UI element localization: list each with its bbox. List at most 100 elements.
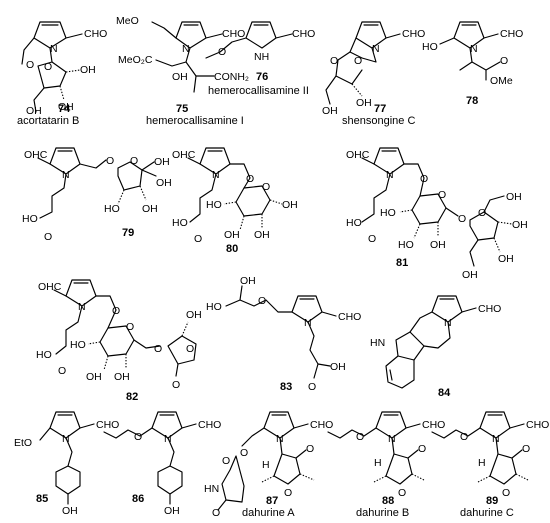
- structure-79: OHC N O O OH OH OH HO HO O 79: [22, 147, 172, 243]
- compound-number-81: 81: [396, 257, 408, 269]
- compound-number-86: 86: [132, 493, 144, 505]
- atom-n-82: N: [78, 301, 86, 313]
- atom-o-82d: O: [186, 343, 194, 355]
- atom-ho-81a: HO: [398, 239, 414, 251]
- atom-oh-82a: OH: [186, 309, 202, 321]
- atom-o-87c: O: [306, 443, 314, 455]
- atom-o-76: O: [218, 46, 226, 58]
- atom-cho-89: CHO: [526, 419, 549, 431]
- atom-n-74: N: [50, 43, 58, 55]
- atom-oh-81a: OH: [506, 191, 522, 203]
- atom-ohc-81: OHC: [346, 149, 370, 161]
- atom-conh2-75: CONH₂: [214, 71, 249, 83]
- atom-o-81d: O: [478, 207, 486, 219]
- atom-o-80a: O: [246, 173, 254, 185]
- atom-n-86: N: [164, 433, 172, 445]
- atom-o-82f: O: [58, 365, 66, 377]
- compound-number-76: 76: [256, 71, 268, 83]
- atom-h-87: H: [262, 459, 270, 471]
- atom-ho-81c: HO: [346, 217, 362, 229]
- atom-o-80b: O: [262, 181, 270, 193]
- atom-o-82a: O: [112, 305, 120, 317]
- atom-nh-76: NH: [254, 51, 269, 63]
- atom-o-83: O: [258, 295, 266, 307]
- compound-number-82: 82: [126, 391, 138, 403]
- atom-ome-78: OMe: [490, 75, 513, 87]
- atom-o-81a: O: [420, 173, 428, 185]
- compound-name-74: acortatarin B: [17, 115, 79, 127]
- compound-number-75: 75: [176, 103, 188, 115]
- atom-ho-82a: HO: [70, 339, 86, 351]
- atom-o-88c: O: [398, 487, 406, 499]
- atom-oh-74c: OH: [26, 105, 42, 117]
- compound-number-77: 77: [374, 103, 386, 115]
- atom-cho-84: CHO: [478, 303, 501, 315]
- atom-o-81c: O: [458, 213, 466, 225]
- atom-ho-81b: HO: [380, 207, 396, 219]
- atom-o-86: O: [134, 431, 142, 443]
- atom-ho-80: HO: [206, 199, 222, 211]
- atom-o-74a: O: [26, 59, 34, 71]
- atom-o-77b: O: [354, 55, 362, 67]
- atom-ho-82b: HO: [36, 349, 52, 361]
- atom-h-88: H: [374, 457, 382, 469]
- atom-cho-78: CHO: [500, 28, 523, 40]
- compound-name-77: shensongine C: [342, 115, 415, 127]
- atom-o-89c: O: [502, 487, 510, 499]
- structure-88: N CHO O O O H 88 dahurine B: [327, 411, 445, 519]
- atom-o-83b: O: [308, 381, 316, 393]
- atom-n-75: N: [182, 43, 190, 55]
- atom-ho-79: HO: [104, 203, 120, 215]
- atom-oh-79a: OH: [154, 156, 170, 168]
- atom-n-79: N: [62, 169, 70, 181]
- atom-cho-75: CHO: [222, 28, 245, 40]
- atom-cho-87: CHO: [310, 419, 333, 431]
- atom-ohc-79: OHC: [24, 149, 48, 161]
- atom-cho-74: CHO: [84, 28, 107, 40]
- atom-ho-80b: HO: [172, 217, 188, 229]
- compound-name-88: dahurine B: [356, 507, 409, 519]
- structure-89: N CHO O O O H 89 dahurine C: [431, 411, 549, 519]
- atom-h-89: H: [478, 457, 486, 469]
- atom-meo2c-75: MeO₂C: [118, 54, 153, 66]
- atom-meo-75: MeO: [116, 15, 139, 27]
- atom-o-87d: O: [284, 487, 292, 499]
- compound-number-83: 83: [280, 381, 292, 393]
- atom-o-81b: O: [438, 189, 446, 201]
- atom-oh-75: OH: [172, 71, 188, 83]
- atom-oh-86: OH: [164, 505, 180, 517]
- atom-oh-85: OH: [62, 505, 78, 517]
- atom-o-80c: O: [194, 233, 202, 245]
- atom-oh-80c: OH: [224, 229, 240, 241]
- compound-number-88: 88: [382, 495, 394, 507]
- atom-o-87e: O: [212, 507, 220, 519]
- atom-eto-85: EtO: [14, 437, 32, 449]
- atom-ho-83: HO: [206, 301, 222, 313]
- atom-oh-81c: OH: [498, 253, 514, 265]
- atom-cho-88: CHO: [422, 419, 445, 431]
- atom-o-87b: O: [222, 455, 230, 467]
- atom-oh-80a: OH: [282, 199, 298, 211]
- structure-85: N CHO EtO OH 85: [14, 411, 119, 517]
- structure-81: OHC N O O O O OH OH OH OH OH HO HO HO O …: [346, 147, 528, 281]
- atom-n-84: N: [444, 317, 452, 329]
- atom-oh-77b: OH: [322, 105, 338, 117]
- atom-o-74b: O: [44, 61, 52, 73]
- atom-o-88a: O: [356, 431, 364, 443]
- atom-o-77a: O: [330, 55, 338, 67]
- atom-oh-81e: OH: [430, 239, 446, 251]
- structure-80: OHC N O O OH OH OH HO HO O 80: [172, 147, 298, 255]
- atom-oh-82c: OH: [86, 371, 102, 383]
- structure-75: N CHO MeO MeO₂C CONH₂ OH 75 hemerocallis…: [116, 15, 249, 127]
- atom-n-87: N: [276, 433, 284, 445]
- atom-oh-81d: OH: [462, 269, 478, 281]
- atom-cho-77: CHO: [402, 28, 425, 40]
- atom-oh-83a: OH: [240, 275, 256, 287]
- atom-oh-79b: OH: [156, 177, 172, 189]
- compound-number-87: 87: [266, 495, 278, 507]
- atom-oh-74b: OH: [58, 101, 74, 113]
- atom-n-80: N: [212, 169, 220, 181]
- compound-number-85: 85: [36, 493, 48, 505]
